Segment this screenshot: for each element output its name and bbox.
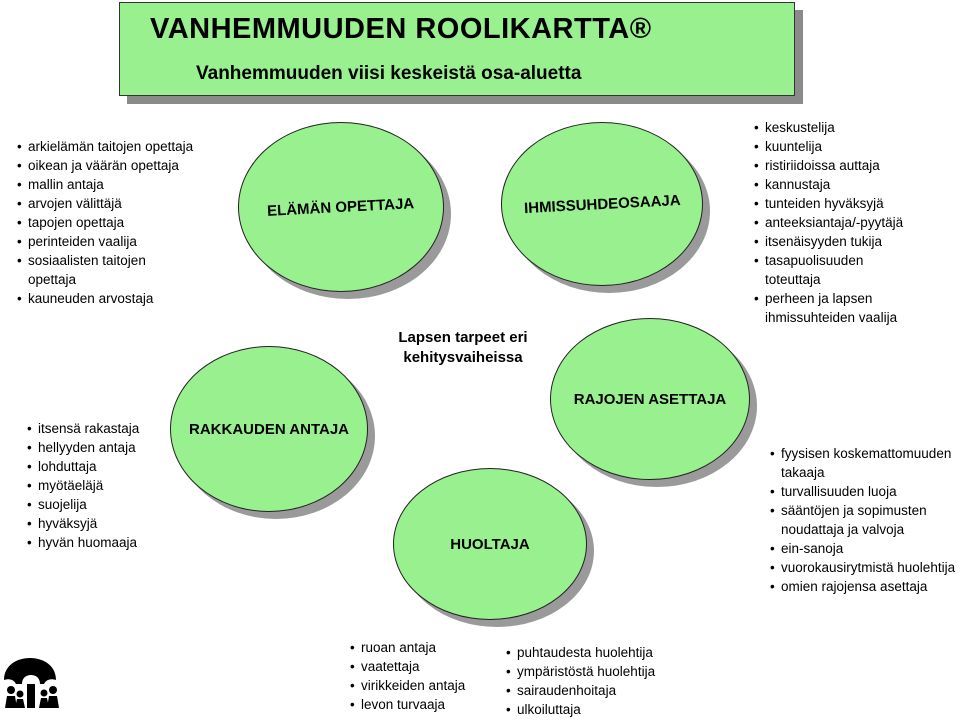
list-item: arkielämän taitojen opettaja bbox=[17, 137, 193, 156]
center-label-line1: Lapsen tarpeet eri bbox=[398, 329, 528, 346]
role-huoltaja: HUOLTAJA bbox=[393, 468, 587, 620]
list-item: vaatettaja bbox=[350, 657, 465, 676]
title-box: VANHEMMUUDEN ROOLIKARTTA® Vanhemmuuden v… bbox=[119, 2, 795, 96]
role-label: RAJOJEN ASETTAJA bbox=[573, 390, 727, 408]
list-item: sääntöjen ja sopimusten noudattaja ja va… bbox=[770, 501, 960, 539]
list-elaman-opettaja: arkielämän taitojen opettajaoikean ja vä… bbox=[17, 137, 193, 308]
list-item: ristiriidoissa auttaja bbox=[754, 156, 903, 175]
list-item: turvallisuuden luoja bbox=[770, 482, 960, 501]
list-item: hellyyden antaja bbox=[27, 438, 139, 457]
list-item: itsensä rakastaja bbox=[27, 419, 139, 438]
list-item: tapojen opettaja bbox=[17, 213, 193, 232]
page-title: VANHEMMUUDEN ROOLIKARTTA® bbox=[150, 13, 652, 45]
list-rakkauden-antaja: itsensä rakastajahellyyden antajalohdutt… bbox=[27, 419, 139, 552]
list-huoltaja-right: puhtaudesta huolehtijaympäristöstä huole… bbox=[506, 643, 655, 719]
list-item: arvojen välittäjä bbox=[17, 194, 193, 213]
list-item: tunteiden hyväksyjä bbox=[754, 194, 903, 213]
list-item: perheen ja lapsen ihmissuhteiden vaalija bbox=[754, 289, 903, 327]
list-item: kauneuden arvostaja bbox=[17, 289, 193, 308]
list-item: ruoan antaja bbox=[350, 638, 465, 657]
list-item: itsenäisyyden tukija bbox=[754, 232, 903, 251]
list-rajojen-asettaja: fyysisen koskemattomuuden takaajaturvall… bbox=[770, 444, 960, 596]
list-item: kuuntelija bbox=[754, 137, 903, 156]
list-item: hyvän huomaaja bbox=[27, 533, 139, 552]
role-label: ELÄMÄN OPETTAJA bbox=[267, 194, 415, 220]
list-item: ein-sanoja bbox=[770, 539, 960, 558]
list-item: virikkeiden antaja bbox=[350, 676, 465, 695]
list-ihmissuhdeosaaja: keskustelijakuuntelijaristiriidoissa aut… bbox=[754, 118, 903, 327]
list-item: fyysisen koskemattomuuden takaaja bbox=[770, 444, 960, 482]
list-item: hyväksyjä bbox=[27, 514, 139, 533]
list-item: kannustaja bbox=[754, 175, 903, 194]
list-item: keskustelija bbox=[754, 118, 903, 137]
list-item: levon turvaaja bbox=[350, 695, 465, 714]
list-item: omien rajojensa asettaja bbox=[770, 577, 960, 596]
role-ihmissuhdeosaaja: IHMISSUHDEOSAAJA bbox=[501, 122, 703, 286]
role-rajojen-asettaja: RAJOJEN ASETTAJA bbox=[550, 318, 750, 480]
center-label: Lapsen tarpeet eri kehitysvaiheissa bbox=[372, 328, 554, 368]
list-item: lohduttaja bbox=[27, 457, 139, 476]
list-huoltaja-left: ruoan antajavaatettajavirikkeiden antaja… bbox=[350, 638, 465, 714]
list-item: vuorokausirytmistä huolehtija bbox=[770, 558, 960, 577]
list-item: myötäeläjä bbox=[27, 476, 139, 495]
list-item: anteeksiantaja/-pyytäjä bbox=[754, 213, 903, 232]
role-label: IHMISSUHDEOSAAJA bbox=[523, 191, 681, 217]
list-item: suojelija bbox=[27, 495, 139, 514]
list-item: perinteiden vaalija bbox=[17, 232, 193, 251]
role-label: HUOLTAJA bbox=[450, 535, 530, 553]
role-label: RAKKAUDEN ANTAJA bbox=[189, 420, 349, 438]
list-item: sairaudenhoitaja bbox=[506, 681, 655, 700]
center-label-line2: kehitysvaiheissa bbox=[403, 349, 523, 366]
list-item: ympäristöstä huolehtija bbox=[506, 662, 655, 681]
page-subtitle: Vanhemmuuden viisi keskeistä osa-aluetta bbox=[196, 63, 582, 84]
role-elaman-opettaja: ELÄMÄN OPETTAJA bbox=[238, 122, 444, 292]
list-item: ulkoiluttaja bbox=[506, 700, 655, 719]
role-rakkauden-antaja: RAKKAUDEN ANTAJA bbox=[170, 346, 368, 512]
list-item: mallin antaja bbox=[17, 175, 193, 194]
list-item: sosiaalisten taitojen opettaja bbox=[17, 251, 193, 289]
family-silhouette-logo-icon bbox=[4, 658, 59, 708]
list-item: oikean ja väärän opettaja bbox=[17, 156, 193, 175]
list-item: puhtaudesta huolehtija bbox=[506, 643, 655, 662]
list-item: tasapuolisuuden toteuttaja bbox=[754, 251, 903, 289]
